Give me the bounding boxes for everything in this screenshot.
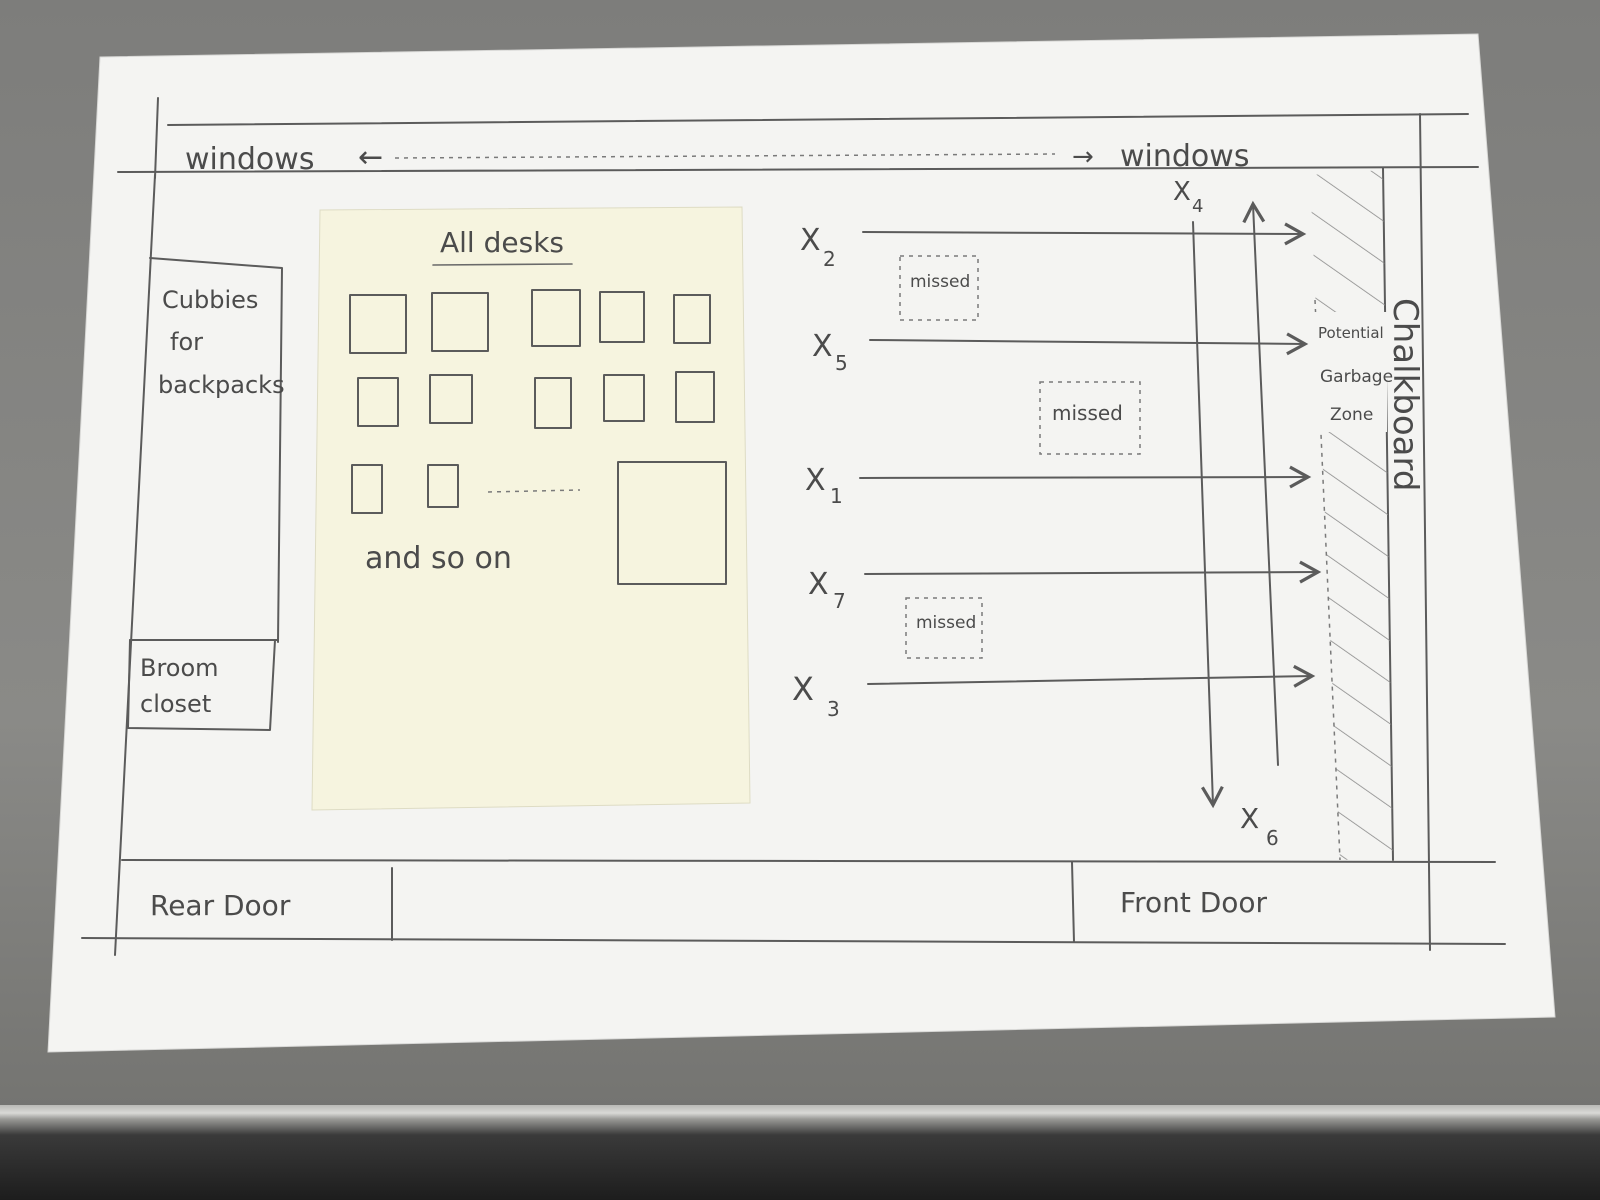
desk xyxy=(349,294,407,354)
windows-label-right: windows xyxy=(1120,139,1249,174)
windows-label-left: windows xyxy=(185,142,314,177)
cubbies-label-line-2: for xyxy=(170,328,203,356)
path-x5-sub: 5 xyxy=(835,351,848,375)
desk xyxy=(673,294,711,344)
cubbies-label-line-3: backpacks xyxy=(158,371,285,399)
arrow-left-glyph: ← xyxy=(358,140,383,175)
path-x1: X 1 xyxy=(805,463,1312,508)
path-x5: X 5 xyxy=(812,329,1309,375)
missed-box: missed xyxy=(905,597,983,659)
path-x3-sub: 3 xyxy=(827,697,840,721)
path-x5-letter: X xyxy=(812,329,833,364)
all-desks-title: All desks xyxy=(440,226,564,259)
path-x2: X 2 xyxy=(800,222,1307,271)
path-x4-sub: 4 xyxy=(1192,196,1203,217)
broom-label-line-1: Broom xyxy=(140,654,219,682)
path-x1-sub: 1 xyxy=(830,484,843,508)
windows-wall: windows ← → windows xyxy=(117,97,1479,179)
rear-door-label: Rear Door xyxy=(150,889,291,922)
path-x7-letter: X xyxy=(808,567,829,602)
and-so-on-caption: and so on xyxy=(365,541,512,576)
garbage-label-line-2: Garbage xyxy=(1320,367,1393,387)
arrow-right-glyph: → xyxy=(1072,142,1094,172)
path-x6: X 6 xyxy=(1240,200,1279,850)
path-x1-letter: X xyxy=(805,463,826,498)
missed-box: missed xyxy=(899,255,979,321)
desk xyxy=(357,377,399,427)
desk xyxy=(599,291,645,343)
desk xyxy=(427,464,459,508)
chalkboard-label: Chalkboard xyxy=(1385,298,1425,491)
desk-grid xyxy=(349,289,727,585)
potential-garbage-zone: Potential Garbage Zone xyxy=(1310,170,1393,861)
desk xyxy=(429,374,473,424)
desk xyxy=(675,371,715,423)
path-x7-sub: 7 xyxy=(833,589,846,613)
path-x6-sub: 6 xyxy=(1266,826,1279,850)
broom-label-line-2: closet xyxy=(140,690,211,718)
garbage-label-line-3: Zone xyxy=(1330,405,1373,425)
desk xyxy=(531,289,581,347)
cubbies-for-backpacks: Cubbies for backpacks xyxy=(129,257,285,643)
paper-sheet: windows ← → windows Cubbies for backpack… xyxy=(47,33,1556,1053)
path-x7: X 7 xyxy=(808,560,1322,613)
path-x3-letter: X xyxy=(792,670,814,708)
path-x4-letter: X xyxy=(1173,177,1191,207)
teacher-desk xyxy=(617,461,727,585)
missed-label: missed xyxy=(910,272,970,292)
path-x2-letter: X xyxy=(800,223,821,258)
desks-sticky-note: All desks and so on xyxy=(311,206,751,811)
broom-closet: Broom closet xyxy=(127,639,276,731)
desk xyxy=(351,464,383,514)
chalkboard: Chalkboard xyxy=(1385,298,1425,491)
desk xyxy=(603,374,645,422)
path-x3: X 3 xyxy=(792,664,1316,721)
missed-label: missed xyxy=(1052,401,1123,425)
front-door-label: Front Door xyxy=(1120,886,1268,919)
path-x4: X 4 xyxy=(1173,177,1224,809)
missed-label: missed xyxy=(916,613,976,633)
cubbies-label-line-1: Cubbies xyxy=(162,286,258,314)
missed-box: missed xyxy=(1039,381,1141,455)
path-x2-sub: 2 xyxy=(823,247,836,271)
desk xyxy=(534,377,572,429)
path-x6-letter: X xyxy=(1240,802,1259,835)
doors-wall: Rear Door Front Door xyxy=(81,861,1506,945)
garbage-label-line-1: Potential xyxy=(1318,324,1384,342)
desk xyxy=(431,292,489,352)
table-edge xyxy=(0,1105,1600,1200)
